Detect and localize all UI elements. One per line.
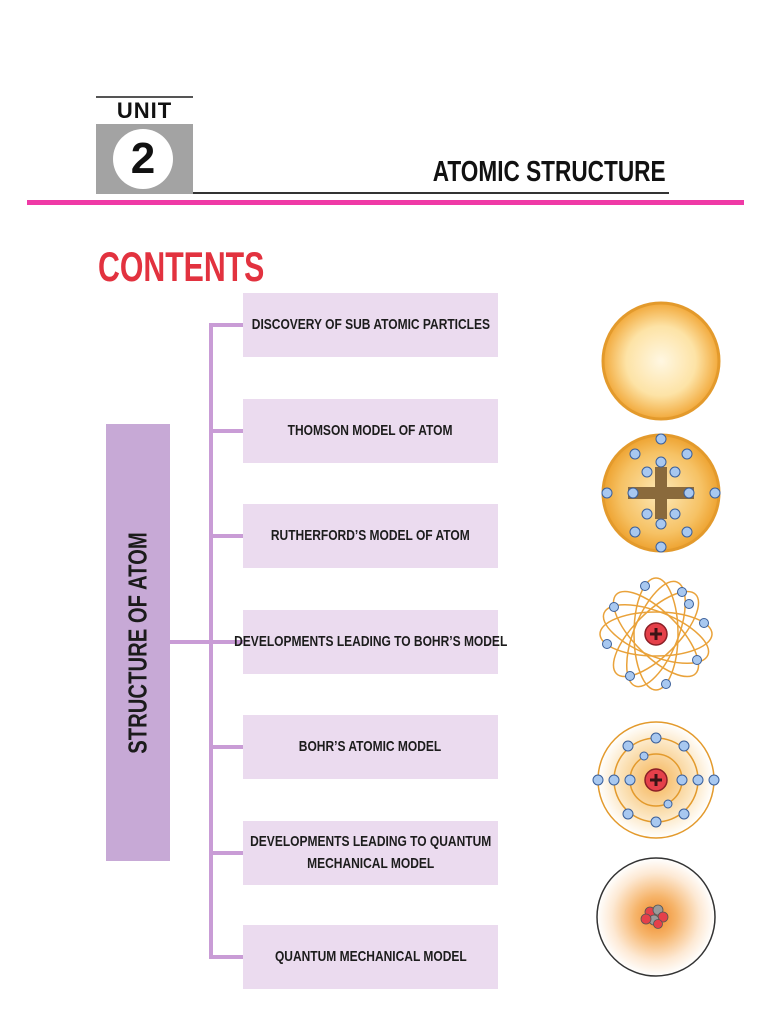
topic-label: DEVELOPMENTS LEADING TO QUANTUM [249, 833, 492, 850]
connector-branch [209, 429, 243, 433]
topic-label-line2: MECHANICAL MODEL [306, 855, 435, 872]
connector-from-label [170, 640, 211, 644]
topic-label: QUANTUM MECHANICAL MODEL [274, 948, 467, 965]
topic-label: DEVELOPMENTS LEADING TO BOHR’S MODEL [233, 633, 508, 650]
topic-developments-quantum-model[interactable]: DEVELOPMENTS LEADING TO QUANTUM MECHANIC… [243, 821, 498, 885]
topic-label: RUTHERFORD’S MODEL OF ATOM [271, 527, 470, 544]
topic-developments-bohr-model[interactable]: DEVELOPMENTS LEADING TO BOHR’S MODEL [234, 610, 507, 674]
topic-rutherford-model[interactable]: RUTHERFORD’S MODEL OF ATOM [243, 504, 498, 568]
topic-label: BOHR’S ATOMIC MODEL [299, 738, 442, 755]
unit-top-rule [96, 96, 193, 98]
connector-branch [209, 534, 243, 538]
title-underline [193, 192, 669, 194]
quantum-cloud-atom-icon [596, 857, 716, 977]
connector-branch [209, 640, 243, 644]
structure-of-atom-box: STRUCTURE OF ATOM [106, 424, 170, 861]
connector-branch [209, 323, 243, 327]
unit-title: ATOMIC STRUCTURE [433, 156, 666, 188]
connector-branch [209, 955, 243, 959]
rutherford-atom-icon [599, 577, 713, 691]
structure-of-atom-label: STRUCTURE OF ATOM [122, 531, 153, 754]
unit-label: UNIT [116, 98, 173, 123]
header-divider [27, 200, 744, 205]
thomson-plum-pudding-atom-icon [601, 433, 721, 553]
topic-bohr-atomic-model[interactable]: BOHR’S ATOMIC MODEL [243, 715, 498, 779]
contents-heading: CONTENTS [98, 243, 265, 290]
unit-number: 2 [113, 129, 173, 189]
connector-branch [209, 745, 243, 749]
bohr-atom-icon [592, 721, 720, 839]
topic-quantum-mechanical-model[interactable]: QUANTUM MECHANICAL MODEL [243, 925, 498, 989]
topic-label: DISCOVERY OF SUB ATOMIC PARTICLES [251, 316, 490, 333]
connector-branch [209, 851, 243, 855]
topic-label: THOMSON MODEL OF ATOM [288, 422, 453, 439]
solid-sphere-atom-icon [601, 301, 721, 421]
topic-thomson-model[interactable]: THOMSON MODEL OF ATOM [243, 399, 498, 463]
topic-discovery-of-subatomic-particles[interactable]: DISCOVERY OF SUB ATOMIC PARTICLES [243, 293, 498, 357]
